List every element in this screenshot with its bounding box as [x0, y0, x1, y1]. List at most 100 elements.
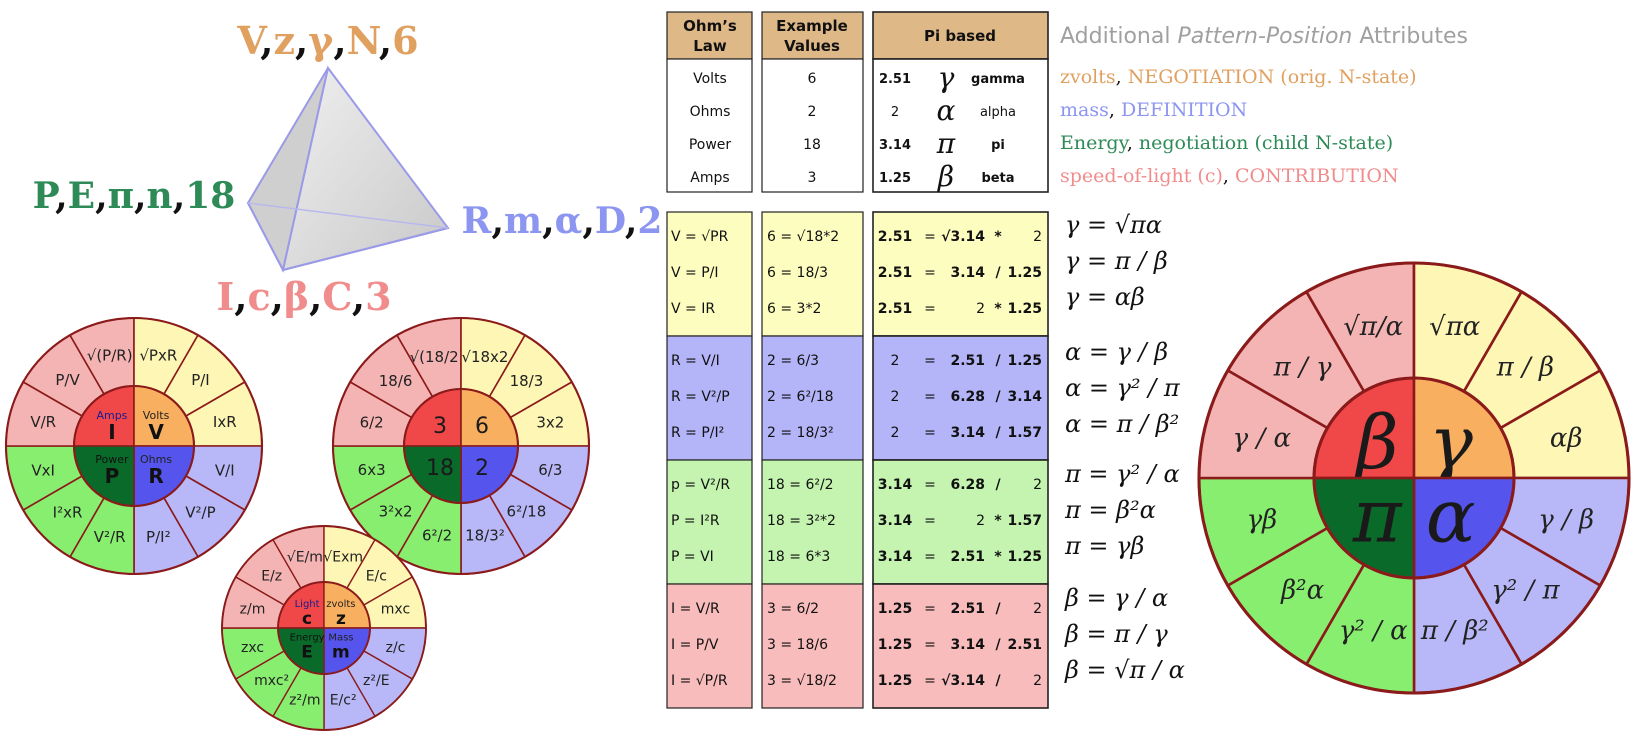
legend-example: 6	[808, 71, 817, 87]
ohms-law-wheel: P/V√(P/R)√PxRP/IIxRV/IV²/PP/I²V²/RI²xRVx…	[4, 316, 264, 576]
greek-equation: α = π / β²	[1065, 410, 1179, 438]
formula-pi-result: 3.14	[878, 477, 913, 493]
formula-example: 18 = 6²/2	[767, 477, 834, 493]
wheel-segment-label: √π/α	[1343, 312, 1403, 342]
formula-pi-result: 2	[891, 353, 900, 369]
svg-text:Values: Values	[784, 37, 840, 55]
wheel-segment-label: z²/E	[363, 673, 390, 689]
formula-pi-operator: /	[995, 353, 1001, 369]
wheel-segment-label: V²/P	[185, 504, 215, 522]
wheel-segment-label: γ / α	[1233, 423, 1292, 453]
formula-pi-operand: 1.25	[1007, 265, 1042, 281]
wheel-center-caption: zvolts	[326, 599, 355, 610]
legend-symbol: β	[937, 160, 954, 193]
formula-pi-equals: =	[924, 353, 936, 369]
wheel-segment-label: mxc	[381, 602, 410, 618]
wheel-segment-label: γ² / π	[1491, 575, 1560, 605]
wheel-segment-label: z/m	[240, 602, 266, 618]
greek-equation: γ = π / β	[1065, 247, 1168, 275]
wheel-segment-label: π / γ	[1273, 353, 1332, 383]
formula-pi-equals: =	[924, 601, 936, 617]
formula-pi-result: 2	[891, 425, 900, 441]
wheel-segment-label: β²α	[1280, 575, 1324, 605]
formula-example: 2 = 6²/18	[767, 389, 834, 405]
legend-value: 2	[891, 105, 899, 120]
header-pi-based: Pi based	[872, 11, 1049, 60]
wheel-center-label: c	[302, 609, 312, 629]
attribute-row: Energy, negotiation (child N-state)	[1060, 132, 1393, 154]
greek-equation: γ = αβ	[1065, 283, 1145, 311]
formula-law: V = √PR	[671, 229, 729, 245]
formula-pi-operator: /	[995, 601, 1001, 617]
wheel-segment-label: π / β²	[1420, 616, 1489, 646]
formula-pi-equals: =	[924, 389, 936, 405]
wheel-segment-label: 6/2	[360, 413, 384, 431]
wheel-segment-label: √πα	[1429, 312, 1481, 342]
legend-example: 3	[808, 170, 817, 186]
wheel-segment-label: √18x2	[461, 348, 508, 366]
wheel-center-caption: Volts	[143, 409, 170, 422]
greek-equation: α = γ / β	[1065, 338, 1168, 366]
wheel-segment-label: 18/6	[379, 372, 413, 390]
svg-text:Pi based: Pi based	[924, 27, 996, 45]
formula-pi-operand: 1.25	[1007, 353, 1042, 369]
legend-value: 3.14	[879, 138, 911, 153]
wheel-center-label: α	[1426, 473, 1476, 559]
wheel-segment-label: P/I	[191, 371, 210, 389]
wheel-center-label: 3	[433, 414, 447, 439]
wheel-center-label: γ	[1429, 400, 1474, 486]
formula-pi-operand: 2	[1033, 601, 1042, 617]
formula-pi-result: 1.25	[878, 601, 913, 617]
greek-equation: π = β²α	[1064, 496, 1156, 524]
legend-value: 2.51	[879, 72, 911, 87]
wheel-center-label: m	[332, 643, 350, 663]
wheel-segment-label: E/z	[261, 569, 282, 585]
wheel-center-caption: Light	[295, 599, 320, 610]
tetra-label-top: V,z,γ,N,6	[236, 18, 418, 63]
formula-pi-operand: 2.51	[950, 549, 985, 565]
formula-pi-operand: 2.51	[1007, 637, 1042, 653]
legend-example: 2	[808, 104, 817, 120]
legend-symbol: π	[936, 127, 956, 160]
greek-equation: π = γ² / α	[1064, 460, 1180, 488]
formula-pi-operator: *	[994, 549, 1002, 565]
legend-symbol: α	[937, 94, 956, 127]
formula-pi-operand: √3.14	[941, 673, 985, 689]
formula-pi-result: 1.25	[878, 637, 913, 653]
formula-pi-equals: =	[924, 265, 936, 281]
formula-pi-operator: /	[995, 425, 1001, 441]
wheel-segment-label: 6/3	[538, 461, 562, 479]
wheel-center-caption: Power	[95, 453, 129, 466]
formula-example: 6 = √18*2	[767, 229, 839, 245]
wheel-segment-label: E/c	[366, 569, 387, 585]
attribute-row: zvolts, NEGOTIATION (orig. N-state)	[1060, 66, 1417, 88]
wheel-segment-label: γ / β	[1538, 505, 1594, 535]
wheel-center-label: β	[1353, 400, 1399, 486]
formula-pi-equals: =	[924, 637, 936, 653]
formula-pi-result: 2.51	[878, 229, 913, 245]
wheel-segment-label: 18/3	[510, 372, 544, 390]
formula-pi-operator: /	[995, 637, 1001, 653]
wheel-segment-label: √Exm	[323, 549, 363, 565]
tetra-label-bottom: I,c,β,C,3	[216, 274, 391, 319]
formula-pi-operand: 3.14	[1007, 389, 1042, 405]
formula-law: P = VI	[671, 549, 714, 565]
formula-pi-operand: 2	[1033, 229, 1042, 245]
wheel-center-caption: Energy	[290, 633, 325, 644]
formula-law: I = V/R	[671, 601, 720, 617]
formula-law: V = IR	[671, 301, 715, 317]
formula-pi-equals: =	[924, 549, 936, 565]
formula-law: R = V/I	[671, 353, 720, 369]
wheel-center-label: E	[301, 643, 313, 663]
wheel-segment-label: π / β	[1496, 353, 1554, 383]
legend-name: Amps	[690, 170, 729, 186]
wheel-segment-label: 3x2	[536, 413, 564, 431]
formula-pi-operand: 3.14	[950, 425, 985, 441]
formula-pi-operand: 1.57	[1007, 425, 1042, 441]
greek-equation: β = π / γ	[1064, 620, 1168, 648]
wheel-segment-label: IxR	[213, 413, 237, 431]
wheel-center-label: z	[336, 609, 346, 629]
example-values-wheel: 18/6√(18/2)√18x218/33x26/36²/1818/3²6²/2…	[331, 316, 591, 576]
